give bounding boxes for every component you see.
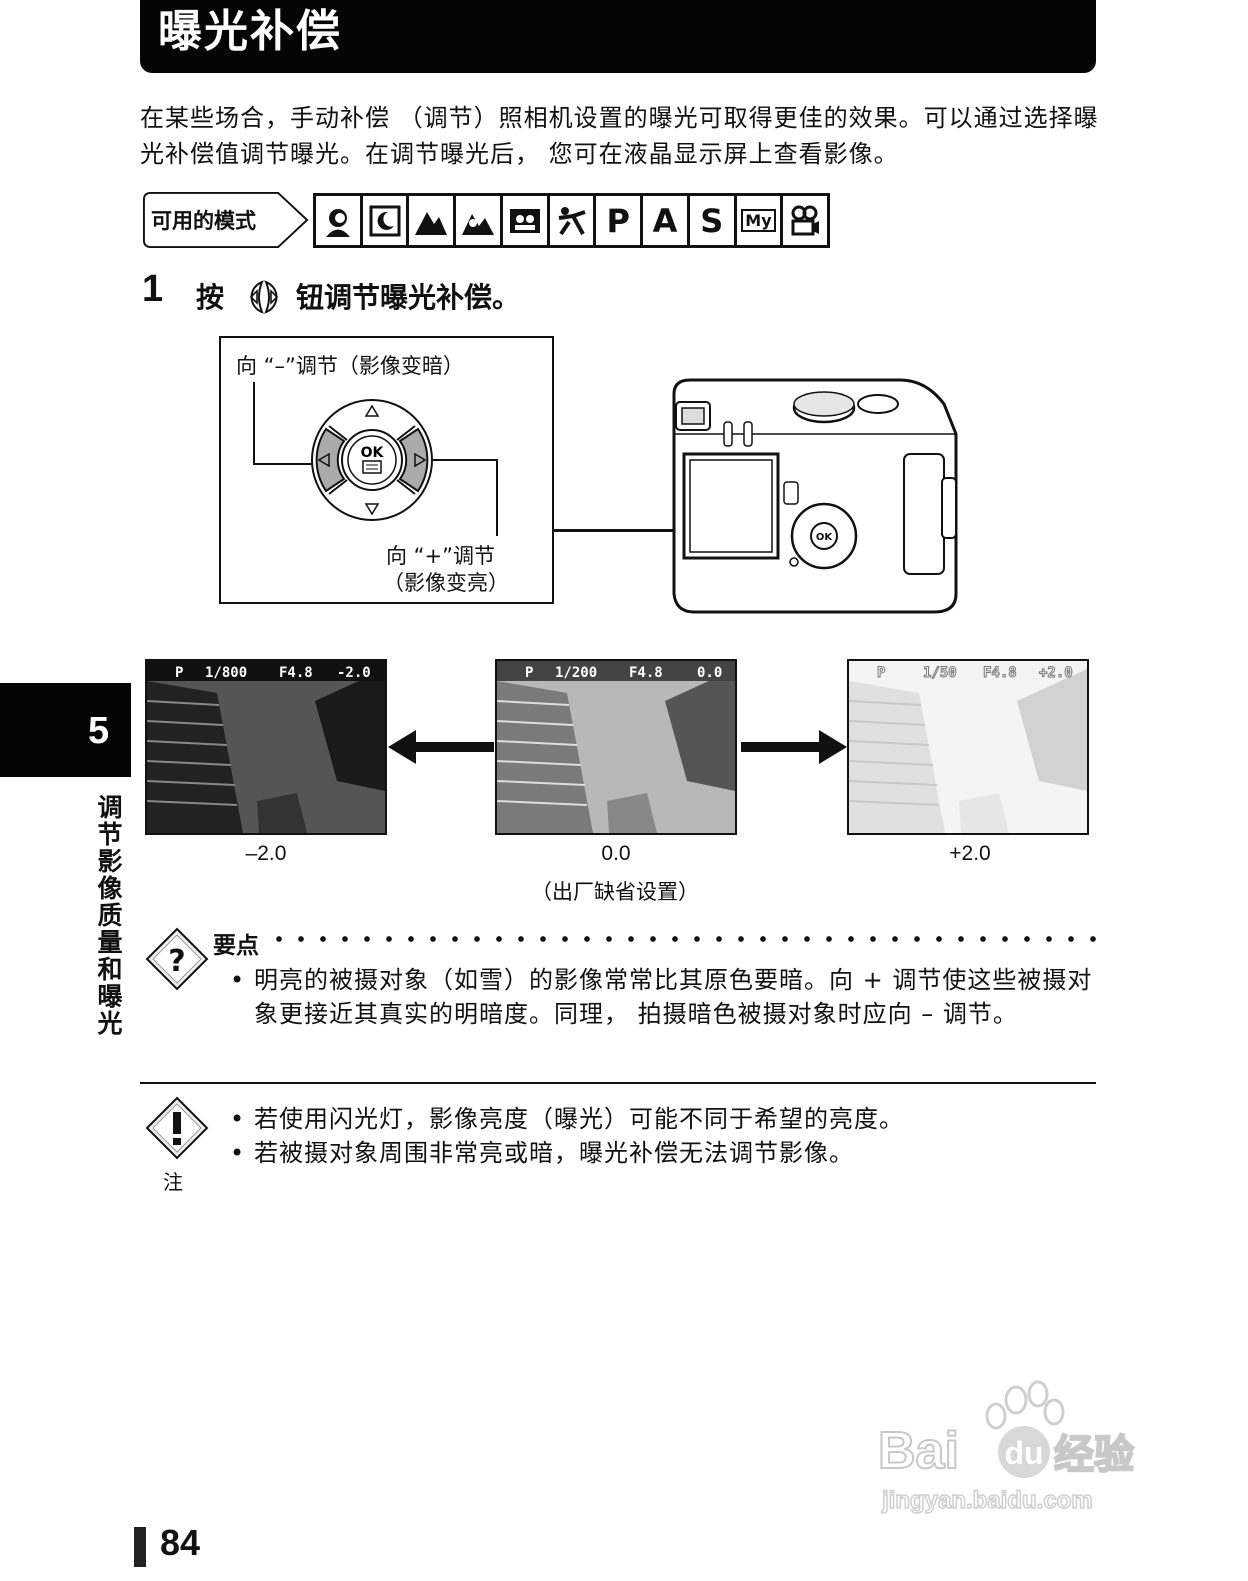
overlay-aperture: F4.8 bbox=[983, 665, 1017, 681]
night-scene-icon bbox=[362, 196, 407, 245]
svg-text:OK: OK bbox=[816, 532, 834, 543]
diagram-box bbox=[219, 336, 554, 604]
right-button bbox=[398, 427, 429, 493]
overlay-ev: -2.0 bbox=[337, 665, 371, 681]
modes-label-frame bbox=[142, 192, 309, 248]
overlay-mode: P bbox=[877, 665, 885, 681]
plus-leader-line bbox=[424, 459, 498, 536]
page-number: 84 bbox=[160, 1522, 201, 1563]
chapter-title: 调节影像质量和曝光 bbox=[94, 794, 123, 1037]
mode-my: My bbox=[736, 196, 781, 245]
preview-minus-two: P 1/800 F4.8 -2.0 bbox=[145, 659, 387, 835]
caption-minus-two: –2.0 bbox=[245, 842, 287, 865]
list-item: •若使用闪光灯，影像亮度（曝光）可能不同于希望的亮度。 bbox=[230, 1102, 1100, 1136]
overlay-shutter: 1/50 bbox=[923, 665, 957, 681]
page-title: 曝光补偿 bbox=[158, 6, 342, 57]
title-bar bbox=[140, 0, 1096, 73]
page-number-bar bbox=[134, 1527, 146, 1567]
minus-direction-label: 向 “–”调节（影像变暗） bbox=[236, 354, 464, 378]
caption-plus-two: +2.0 bbox=[949, 842, 991, 865]
note-exclamation-icon bbox=[145, 1096, 209, 1160]
chapter-tab bbox=[0, 683, 131, 777]
step-text-before: 按 bbox=[196, 281, 225, 314]
note-text: 若使用闪光灯，影像亮度（曝光）可能不同于希望的亮度。 bbox=[254, 1105, 904, 1133]
overlay-mode: P bbox=[525, 665, 533, 681]
section-divider bbox=[140, 1082, 1096, 1084]
portrait-icon bbox=[316, 196, 360, 245]
right-arrow-icon bbox=[414, 452, 427, 468]
plus-direction-sublabel: （影像变亮） bbox=[383, 571, 509, 595]
mode-p: P bbox=[596, 196, 641, 245]
left-right-arrow-buttons-icon bbox=[249, 280, 279, 314]
tips-list: •明亮的被摄对象（如雪）的影像常常比其原色要暗。向 + 调节使这些被摄对象更接近… bbox=[230, 963, 1100, 1031]
note-label: 注 bbox=[163, 1170, 183, 1194]
left-arrow-icon bbox=[317, 452, 330, 468]
minus-leader-line bbox=[253, 382, 319, 465]
svg-text:?: ? bbox=[168, 944, 185, 979]
notes-list: •若使用闪光灯，影像亮度（曝光）可能不同于希望的亮度。 •若被摄对象周围非常亮或… bbox=[230, 1102, 1100, 1170]
intro-paragraph: 在某些场合，手动补偿 （调节）照相机设置的曝光可取得更佳的效果。可以通过选择曝光… bbox=[140, 104, 1099, 168]
sports-icon bbox=[549, 196, 594, 245]
overlay-shutter: 1/800 bbox=[205, 665, 247, 681]
left-arrow-icon bbox=[388, 730, 494, 764]
overlay-ev: +2.0 bbox=[1039, 665, 1073, 681]
list-item: •若被摄对象周围非常亮或暗，曝光补偿无法调节影像。 bbox=[230, 1136, 1100, 1170]
overlay-mode: P bbox=[175, 665, 183, 681]
step-number: 1 bbox=[142, 268, 164, 310]
list-item: •明亮的被摄对象（如雪）的影像常常比其原色要暗。向 + 调节使这些被摄对象更接近… bbox=[230, 963, 1100, 1031]
baidu-watermark: Bai du 经验 jingyan.baidu.com bbox=[877, 1380, 1135, 1515]
tip-question-icon: ? bbox=[145, 927, 209, 991]
camera-illustration: OK bbox=[672, 378, 958, 614]
ok-label: OK bbox=[361, 445, 385, 461]
overlay-ev: 0.0 bbox=[697, 665, 722, 681]
up-arrow-icon bbox=[364, 404, 380, 417]
self-portrait-icon bbox=[502, 196, 547, 245]
tips-dotted-rule bbox=[268, 936, 1096, 942]
chapter-number: 5 bbox=[88, 710, 110, 752]
right-arrow-icon bbox=[741, 730, 847, 764]
preview-zero: P 1/200 F4.8 0.0 bbox=[495, 659, 737, 835]
overlay-aperture: F4.8 bbox=[629, 665, 663, 681]
down-arrow-icon bbox=[364, 503, 380, 516]
left-button bbox=[315, 427, 346, 493]
mode-strip: P A S My bbox=[313, 193, 830, 248]
caption-default-setting: （出厂缺省设置） bbox=[531, 880, 699, 904]
mode-s: S bbox=[689, 196, 734, 245]
mode-a: A bbox=[643, 196, 687, 245]
arrow-pad-diagram: OK bbox=[253, 382, 498, 536]
overlay-aperture: F4.8 bbox=[279, 665, 313, 681]
landscape-portrait-icon bbox=[456, 196, 500, 245]
watermark-brand-2: du bbox=[1004, 1435, 1043, 1471]
movie-icon bbox=[783, 196, 828, 245]
caption-zero: 0.0 bbox=[601, 842, 631, 865]
overlay-shutter: 1/200 bbox=[555, 665, 597, 681]
mode-my-label: My bbox=[741, 209, 776, 232]
preview-plus-two: P 1/50 F4.8 +2.0 bbox=[847, 659, 1089, 835]
step-text-after: 钮调节曝光补偿。 bbox=[296, 281, 521, 314]
modes-label: 可用的模式 bbox=[151, 209, 256, 233]
watermark-url: jingyan.baidu.com bbox=[881, 1487, 1093, 1514]
tip-text: 明亮的被摄对象（如雪）的影像常常比其原色要暗。向 + 调节使这些被摄对象更接近其… bbox=[254, 966, 1093, 1028]
watermark-brand: Bai bbox=[878, 1422, 959, 1480]
tips-heading: 要点 bbox=[213, 933, 259, 959]
note-text: 若被摄对象周围非常亮或暗，曝光补偿无法调节影像。 bbox=[254, 1139, 854, 1167]
landscape-icon bbox=[409, 196, 454, 245]
watermark-cn: 经验 bbox=[1054, 1432, 1134, 1478]
plus-direction-label: 向 “+”调节 bbox=[386, 544, 496, 568]
